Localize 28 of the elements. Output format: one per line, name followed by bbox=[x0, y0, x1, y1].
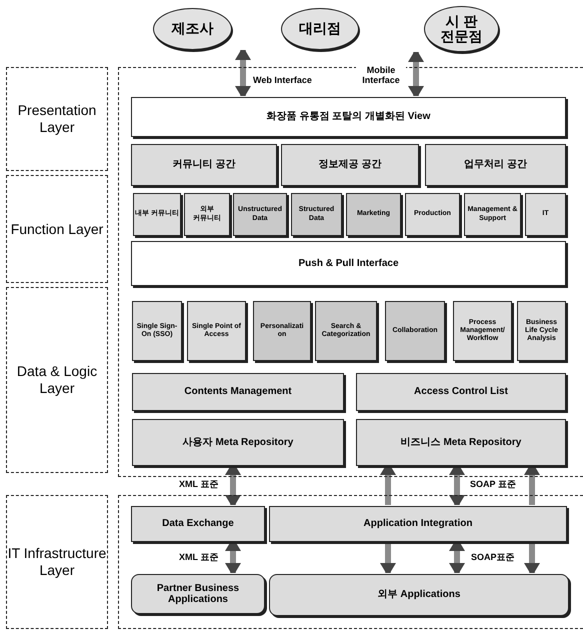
infrastructure-box: Application Integration bbox=[269, 506, 567, 542]
layer-frame bbox=[118, 495, 583, 629]
space-box: 정보제공 공간 bbox=[281, 144, 419, 186]
layer-label-box: Presentation Layer bbox=[6, 67, 108, 171]
layer-label-box: Data & Logic Layer bbox=[6, 287, 108, 473]
role-oval: 시 판 전문점 bbox=[424, 6, 499, 52]
interface-box: Push & Pull Interface bbox=[131, 241, 566, 286]
data-box: Access Control List bbox=[356, 373, 566, 411]
infrastructure-box: 외부 Applications bbox=[269, 574, 569, 616]
infrastructure-box: Data Exchange bbox=[131, 506, 265, 542]
edge-label: Web Interface bbox=[253, 76, 312, 86]
edge-label: Mobile Interface bbox=[356, 66, 406, 86]
layer-label-box: IT Infrastructure Layer bbox=[6, 495, 108, 629]
data-box: Contents Management bbox=[132, 373, 344, 411]
edge-label: SOAP표준 bbox=[471, 553, 515, 563]
role-oval: 대리점 bbox=[281, 8, 359, 50]
data-box: 비즈니스 Meta Repository bbox=[356, 419, 566, 466]
layer-frame bbox=[118, 67, 583, 477]
space-box: 커뮤니티 공간 bbox=[131, 144, 277, 186]
data-box: 사용자 Meta Repository bbox=[132, 419, 344, 466]
layer-label-box: Function Layer bbox=[6, 175, 108, 283]
role-oval: 제조사 bbox=[153, 8, 232, 50]
edge-label: XML 표준 bbox=[179, 553, 218, 563]
edge-label: SOAP 표준 bbox=[470, 480, 516, 490]
portal-view-box: 화장품 유통점 포탈의 개별화된 View bbox=[131, 97, 566, 137]
edge-label: XML 표준 bbox=[179, 480, 218, 490]
infrastructure-box: Partner Business Applications bbox=[131, 574, 265, 614]
space-box: 업무처리 공간 bbox=[425, 144, 566, 186]
